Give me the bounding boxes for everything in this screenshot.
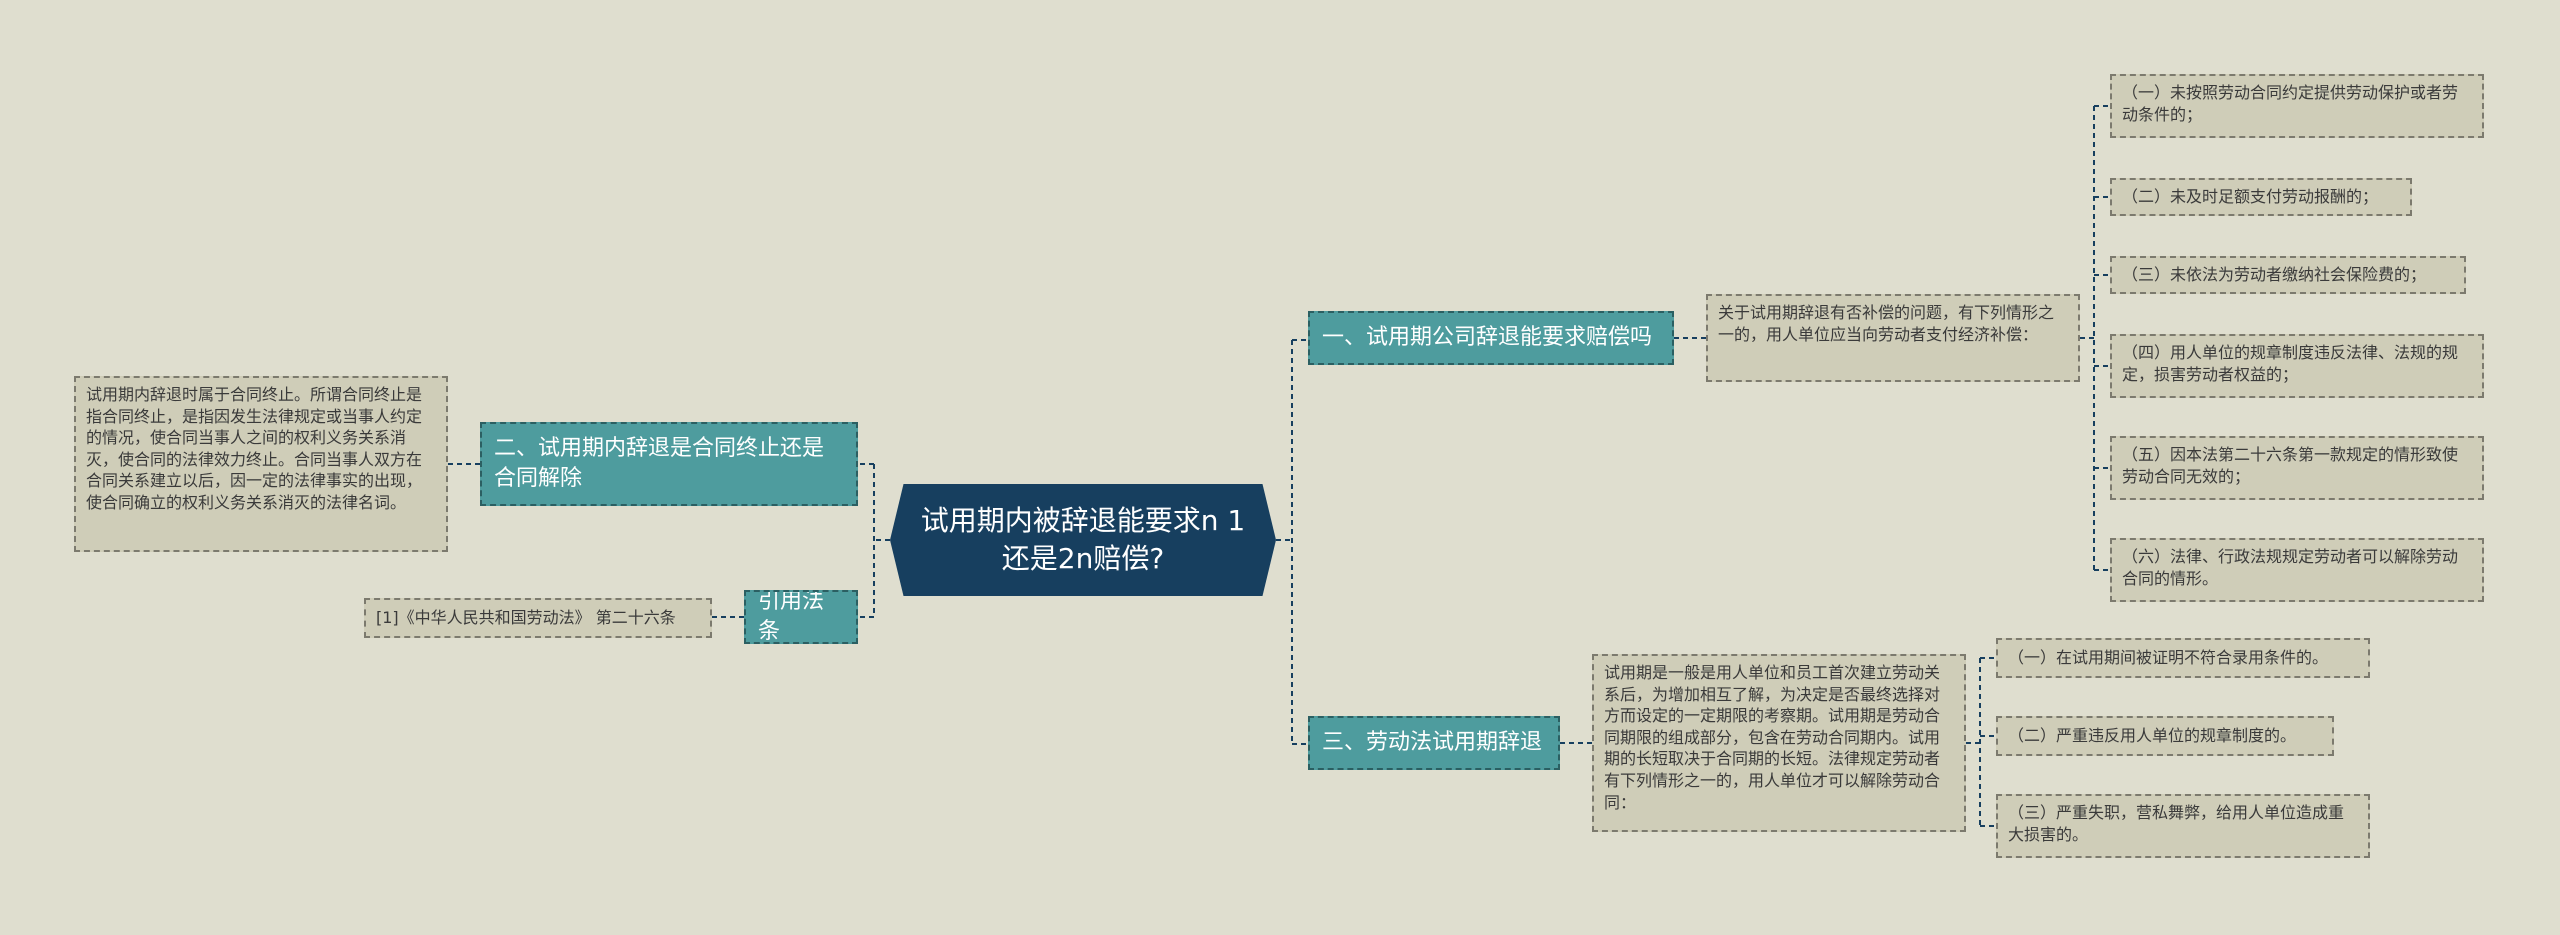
branch-node-citation[interactable]: 引用法条 <box>744 590 858 644</box>
list-item-compensation-3[interactable]: （三）未依法为劳动者缴纳社会保险费的； <box>2110 256 2466 294</box>
connector-line <box>858 463 890 618</box>
list-item-labor-law-1[interactable]: （一）在试用期间被证明不符合录用条件的。 <box>1996 638 2370 678</box>
item-text: （五）因本法第二十六条第一款规定的情形致使劳动合同无效的； <box>2122 445 2459 486</box>
connector-line <box>1276 339 1308 745</box>
root-node[interactable]: 试用期内被辞退能要求n 1还是2n赔偿? <box>890 484 1276 596</box>
item-text: （二）严重违反用人单位的规章制度的。 <box>2008 726 2297 746</box>
branch-label: 二、试用期内辞退是合同终止还是合同解除 <box>494 436 825 491</box>
item-text: （三）未依法为劳动者缴纳社会保险费的； <box>2122 265 2427 285</box>
list-item-labor-law-3[interactable]: （三）严重失职，营私舞弊，给用人单位造成重大损害的。 <box>1996 794 2370 858</box>
list-item-compensation-2[interactable]: （二）未及时足额支付劳动报酬的； <box>2110 178 2412 216</box>
item-text: （三）严重失职，营私舞弊，给用人单位造成重大损害的。 <box>2008 803 2345 844</box>
item-text: （一）在试用期间被证明不符合录用条件的。 <box>2008 648 2329 668</box>
branch-label: 一、试用期公司辞退能要求赔偿吗 <box>1322 325 1653 351</box>
list-item-compensation-6[interactable]: （六）法律、行政法规规定劳动者可以解除劳动合同的情形。 <box>2110 538 2484 602</box>
branch-label: 引用法条 <box>758 590 825 644</box>
detail-text: [1]《中华人民共和国劳动法》 第二十六条 <box>376 608 676 628</box>
detail-text: 试用期内辞退时属于合同终止。所谓合同终止是指合同终止，是指因发生法律规定或当事人… <box>86 385 423 512</box>
detail-node-termination[interactable]: 试用期内辞退时属于合同终止。所谓合同终止是指合同终止，是指因发生法律规定或当事人… <box>74 376 448 552</box>
item-text: （六）法律、行政法规规定劳动者可以解除劳动合同的情形。 <box>2122 547 2459 588</box>
connector-line <box>1966 657 1996 827</box>
branch-node-labor-law[interactable]: 三、劳动法试用期辞退 <box>1308 716 1560 770</box>
list-item-compensation-4[interactable]: （四）用人单位的规章制度违反法律、法规的规定，损害劳动者权益的； <box>2110 334 2484 398</box>
item-text: （二）未及时足额支付劳动报酬的； <box>2122 187 2379 207</box>
branch-node-termination[interactable]: 二、试用期内辞退是合同终止还是合同解除 <box>480 422 858 506</box>
summary-node-compensation[interactable]: 关于试用期辞退有否补偿的问题，有下列情形之一的，用人单位应当向劳动者支付经济补偿… <box>1706 294 2080 382</box>
summary-node-labor-law[interactable]: 试用期是一般是用人单位和员工首次建立劳动关系后，为增加相互了解，为决定是否最终选… <box>1592 654 1966 832</box>
list-item-compensation-1[interactable]: （一）未按照劳动合同约定提供劳动保护或者劳动条件的； <box>2110 74 2484 138</box>
list-item-labor-law-2[interactable]: （二）严重违反用人单位的规章制度的。 <box>1996 716 2334 756</box>
item-text: （四）用人单位的规章制度违反法律、法规的规定，损害劳动者权益的； <box>2122 343 2459 384</box>
summary-text: 试用期是一般是用人单位和员工首次建立劳动关系后，为增加相互了解，为决定是否最终选… <box>1604 663 1941 812</box>
list-item-compensation-5[interactable]: （五）因本法第二十六条第一款规定的情形致使劳动合同无效的； <box>2110 436 2484 500</box>
branch-label: 三、劳动法试用期辞退 <box>1322 730 1543 756</box>
detail-node-citation[interactable]: [1]《中华人民共和国劳动法》 第二十六条 <box>364 598 712 638</box>
summary-text: 关于试用期辞退有否补偿的问题，有下列情形之一的，用人单位应当向劳动者支付经济补偿… <box>1718 303 2055 344</box>
item-text: （一）未按照劳动合同约定提供劳动保护或者劳动条件的； <box>2122 83 2459 124</box>
connector-line <box>2080 105 2110 571</box>
root-label: 试用期内被辞退能要求n 1还是2n赔偿? <box>920 504 1246 575</box>
branch-node-compensation[interactable]: 一、试用期公司辞退能要求赔偿吗 <box>1308 311 1674 365</box>
